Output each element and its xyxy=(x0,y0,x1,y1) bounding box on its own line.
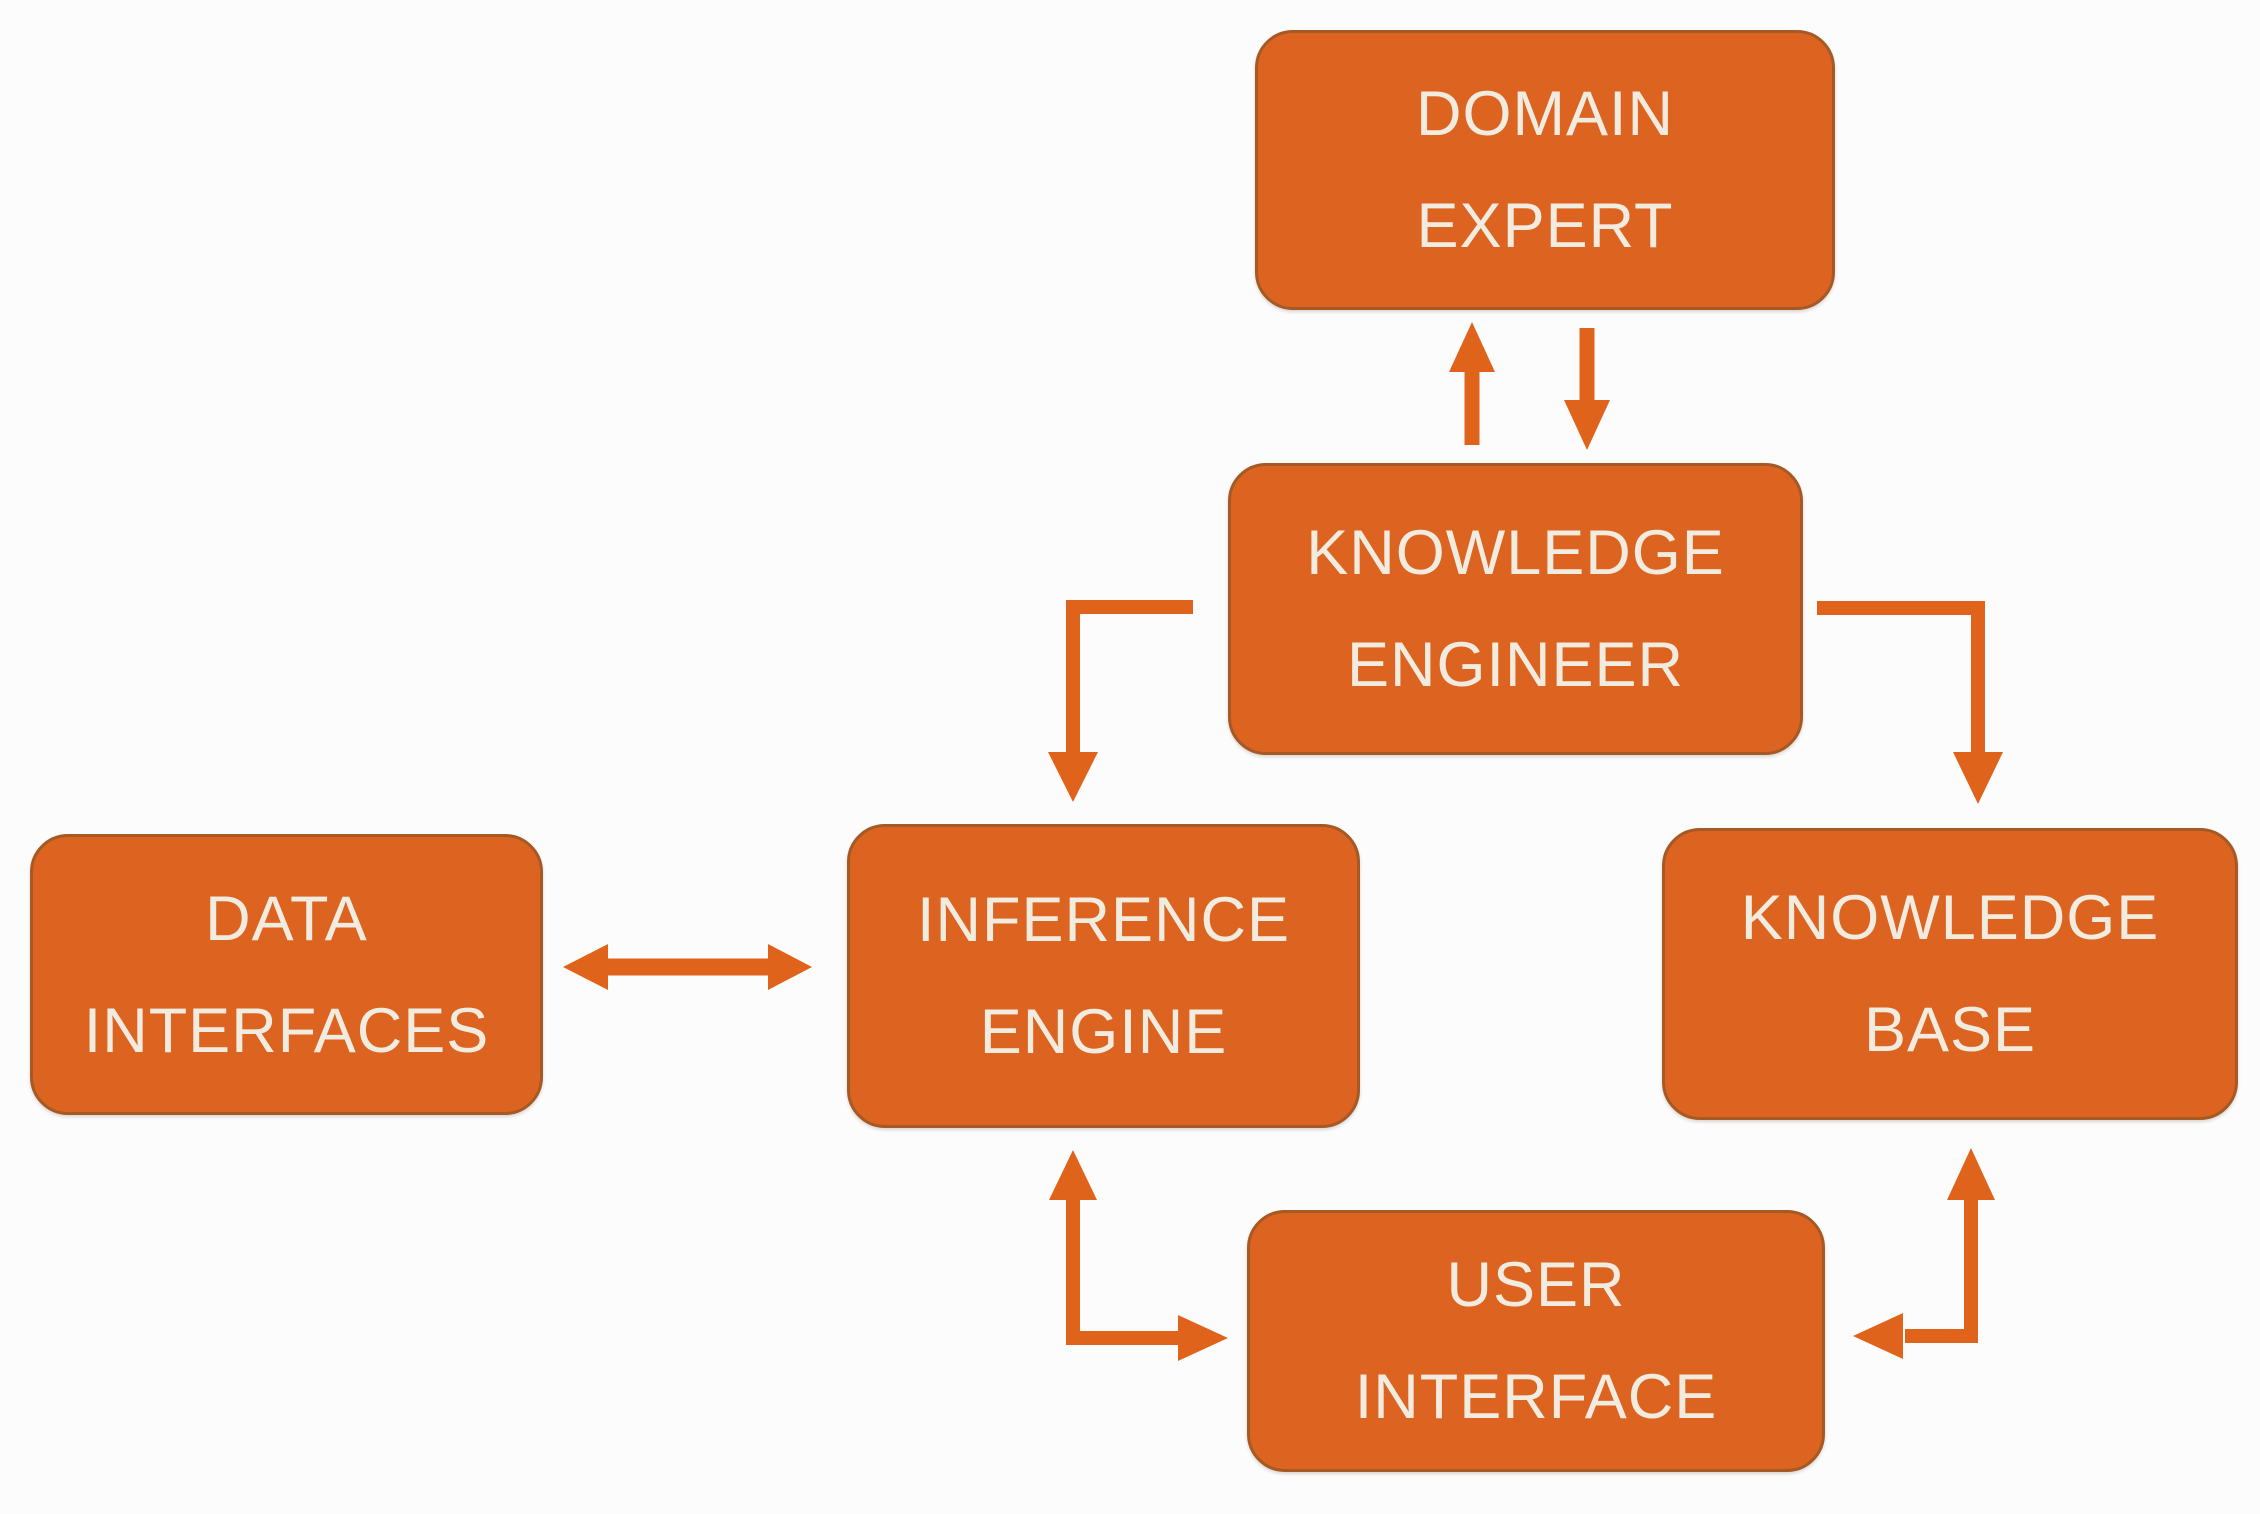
arrow-user-interface-knowledge-base-bidirectional xyxy=(1853,1148,1995,1359)
arrow-data-interfaces-inference-engine-bidirectional xyxy=(563,944,812,990)
node-label-line: DOMAIN xyxy=(1416,79,1674,149)
arrowhead-right-icon xyxy=(768,944,812,990)
arrow-domain-expert-to-knowledge-engineer xyxy=(1564,328,1610,450)
arrowhead-up-icon xyxy=(1947,1148,1995,1200)
arrow-knowledge-engineer-to-knowledge-base xyxy=(1817,601,2003,804)
node-user-interface: USER INTERFACE xyxy=(1247,1210,1825,1472)
node-label-line: EXPERT xyxy=(1416,191,1674,261)
node-label-line: KNOWLEDGE xyxy=(1306,518,1725,588)
node-domain-expert: DOMAIN EXPERT xyxy=(1255,30,1835,310)
arrowhead-left-icon xyxy=(563,944,608,990)
node-label-line: ENGINE xyxy=(979,997,1228,1067)
node-label-line: DATA xyxy=(205,883,368,954)
arrow-knowledge-engineer-to-domain-expert xyxy=(1449,322,1495,445)
node-label-line: INTERFACE xyxy=(1354,1362,1718,1432)
node-label-line: USER xyxy=(1446,1250,1626,1320)
elbow-shaft xyxy=(1066,1200,1180,1345)
node-label-line: INFERENCE xyxy=(916,885,1291,955)
node-label-line: KNOWLEDGE xyxy=(1740,883,2160,953)
arrowhead-down-icon xyxy=(1953,752,2003,804)
node-knowledge-base: KNOWLEDGE BASE xyxy=(1662,828,2238,1120)
elbow-shaft xyxy=(1066,600,1193,752)
elbow-shaft xyxy=(1905,1200,1978,1343)
arrowhead-right-icon xyxy=(1178,1315,1228,1361)
node-data-interfaces: DATA INTERFACES xyxy=(30,834,543,1115)
node-knowledge-engineer: KNOWLEDGE ENGINEER xyxy=(1228,463,1803,755)
node-label-line: ENGINEER xyxy=(1346,630,1685,700)
elbow-shaft xyxy=(1817,601,1985,752)
arrow-knowledge-engineer-to-inference-engine xyxy=(1048,600,1193,802)
arrowhead-up-icon xyxy=(1449,322,1495,372)
node-label-line: BASE xyxy=(1863,995,2037,1065)
arrowhead-up-icon xyxy=(1049,1150,1097,1200)
arrowhead-down-icon xyxy=(1564,400,1610,450)
node-inference-engine: INFERENCE ENGINE xyxy=(847,824,1360,1128)
arrowhead-left-icon xyxy=(1853,1313,1903,1359)
arrowhead-down-icon xyxy=(1048,752,1098,802)
arrow-user-interface-inference-engine-bidirectional xyxy=(1049,1150,1228,1361)
node-label-line: INTERFACES xyxy=(83,995,490,1066)
